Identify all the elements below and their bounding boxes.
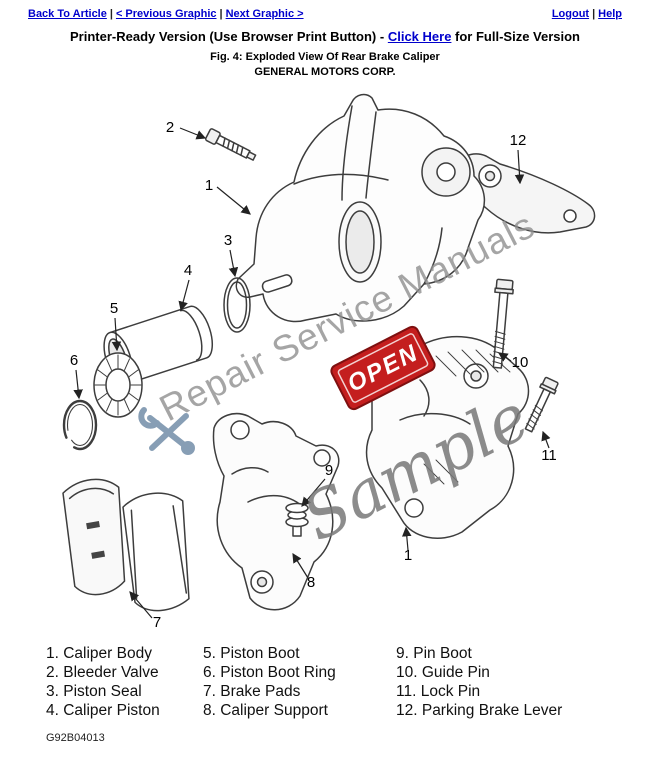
logout-link[interactable]: Logout [551,8,590,20]
full-size-version-link[interactable]: Click Here [387,29,452,44]
top-navigation: Back To Article|< Previous Graphic|Next … [0,0,650,20]
legend-item: 8. Caliper Support [203,702,328,719]
nav-separator: | [592,8,596,20]
legend-item: 2. Bleeder Valve [46,664,159,681]
callout-1-bottom: 1 [404,547,412,564]
legend-item: 4. Caliper Piston [46,702,160,719]
callout-leader-lines [73,127,551,619]
piston-boot-part [93,352,143,418]
callout-5: 5 [110,300,118,317]
parking-brake-lever-part [451,153,596,234]
nav-separator: | [219,8,223,20]
figure-title: Fig. 4: Exploded View Of Rear Brake Cali… [210,51,440,63]
back-to-article-link[interactable]: Back To Article [28,8,107,20]
caliper-support-assembly-part [364,336,530,539]
previous-graphic-link[interactable]: < Previous Graphic [115,8,217,20]
callout-11: 11 [541,447,557,464]
legend-column-2: 5. Piston Boot 6. Piston Boot Ring 7. Br… [203,644,396,720]
legend-item: 5. Piston Boot [203,645,300,662]
callout-6: 6 [70,352,78,369]
nav-separator: | [109,8,113,20]
callout-1-top: 1 [205,177,213,194]
legend-item: 11. Lock Pin [396,683,481,700]
legend-item: 1. Caliper Body [46,645,152,662]
legend-column-3: 9. Pin Boot 10. Guide Pin 11. Lock Pin 1… [396,644,562,720]
callout-9: 9 [325,462,333,479]
printer-ready-suffix: for Full-Size Version [451,29,580,44]
legend-item: 10. Guide Pin [396,664,490,681]
nav-right-group: Logout|Help [552,8,622,20]
lock-pin-part [524,376,559,433]
legend-item: 6. Piston Boot Ring [203,664,336,681]
legend-column-1: 1. Caliper Body 2. Bleeder Valve 3. Pist… [46,644,203,720]
legend-item: 9. Pin Boot [396,645,472,662]
figure-id: G92B04013 [46,732,105,744]
callout-2: 2 [166,119,174,136]
manufacturer-title: GENERAL MOTORS CORP. [254,66,396,78]
parts-legend: 1. Caliper Body 2. Bleeder Valve 3. Pist… [0,644,650,720]
bleeder-valve-part [204,128,257,161]
callout-numbers: 2 1 12 3 4 5 6 10 11 9 8 1 7 [70,119,557,631]
next-graphic-link[interactable]: Next Graphic > [225,8,304,20]
help-link[interactable]: Help [598,8,622,20]
piston-seal-part [223,277,251,333]
caliper-support-part [212,412,340,611]
printer-ready-prefix: Printer-Ready Version (Use Browser Print… [69,29,388,44]
nav-left-group: Back To Article|< Previous Graphic|Next … [28,8,304,20]
callout-10: 10 [512,354,529,371]
legend-item: 3. Piston Seal [46,683,142,700]
callout-4: 4 [184,262,192,279]
printer-ready-line: Printer-Ready Version (Use Browser Print… [0,29,650,44]
legend-item: 7. Brake Pads [203,683,301,700]
piston-boot-ring-part [62,399,98,451]
caliper-body-part [235,93,486,323]
legend-item: 12. Parking Brake Lever [396,702,563,719]
callout-12: 12 [510,132,527,149]
exploded-view-diagram: 2 1 12 3 4 5 6 10 11 9 8 1 7 Repair Serv… [62,93,596,631]
tools-icon [138,407,195,455]
callout-3: 3 [224,232,232,249]
callout-7: 7 [153,614,161,631]
brake-pads-part [62,478,190,612]
callout-8: 8 [307,574,315,591]
